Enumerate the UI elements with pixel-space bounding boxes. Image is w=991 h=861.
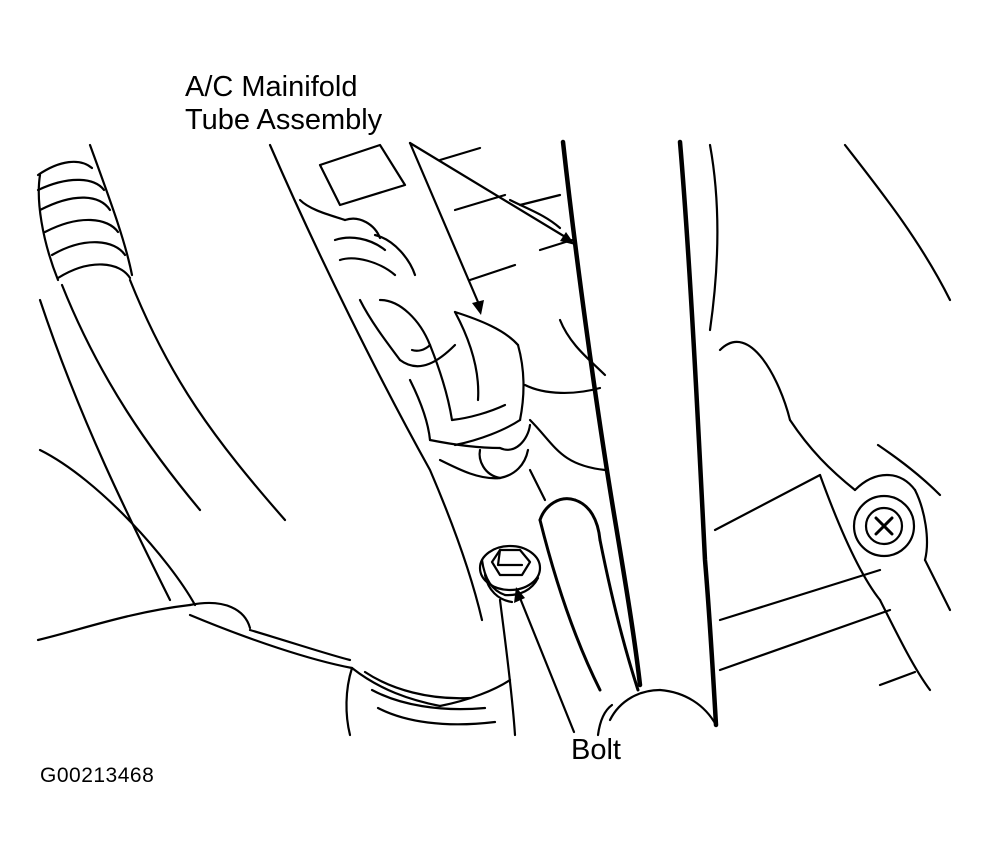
bolt-label: Bolt: [571, 734, 621, 766]
manifold-tube: [188, 143, 517, 737]
manifold-fitting: [298, 198, 532, 480]
bolt-illustration: [478, 544, 542, 604]
leader-lines: [408, 141, 576, 734]
figure-id: G00213468: [40, 764, 155, 787]
bracket-structure: [318, 143, 607, 472]
right-hardware: [708, 143, 952, 692]
vertical-rail: [560, 139, 719, 737]
manifold-label-line2: Tube Assembly: [185, 104, 383, 136]
left-hose: [36, 143, 287, 642]
manifold-label-line1: A/C Mainifold: [185, 71, 358, 103]
rod: [528, 468, 640, 692]
